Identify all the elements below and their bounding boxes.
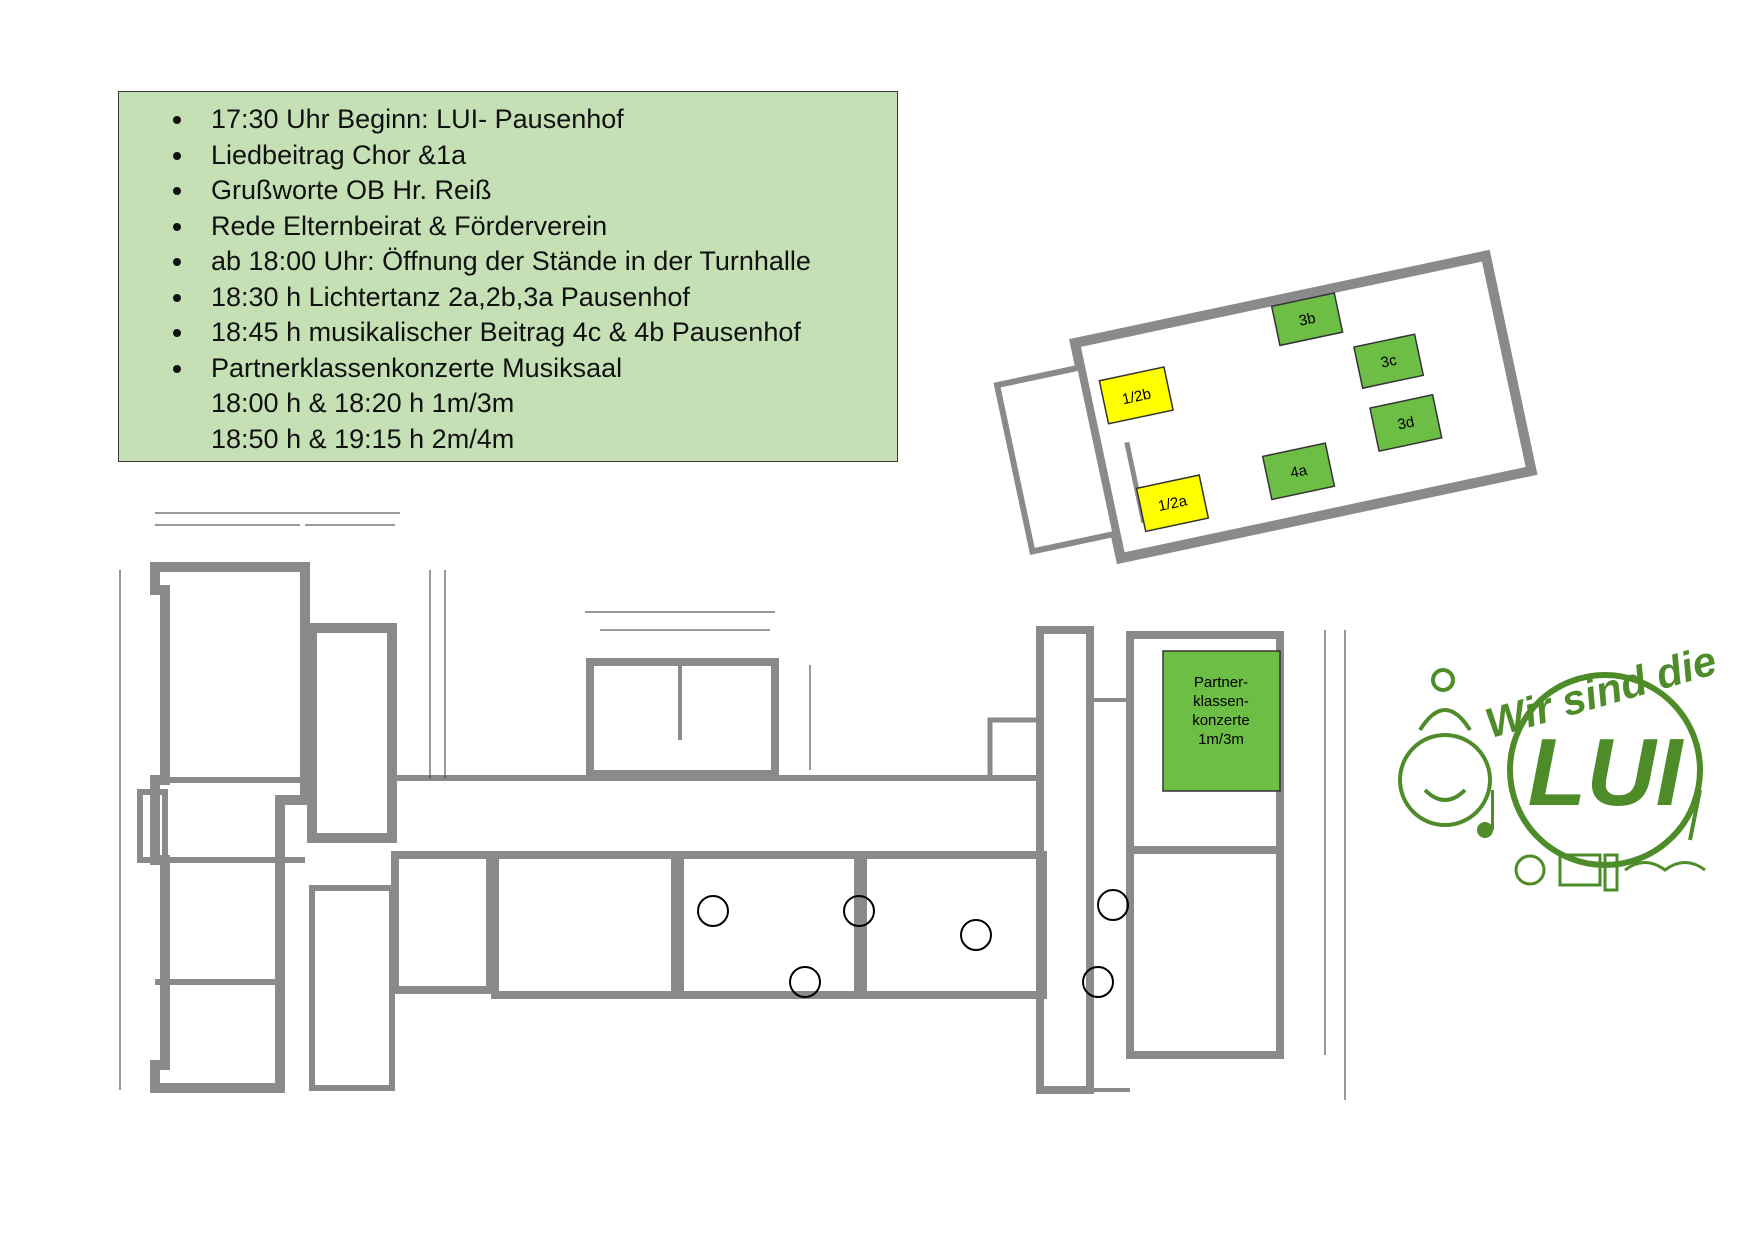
program-item: 18:45 h musikalischer Beitrag 4c & 4b Pa… bbox=[173, 315, 897, 351]
stand-label: 3b bbox=[1297, 310, 1317, 330]
bay-wall bbox=[137, 789, 168, 863]
program-item-continuation: 18:00 h & 18:20 h 1m/3m bbox=[211, 388, 515, 418]
music-room-box bbox=[1162, 650, 1281, 792]
music-room-line: klassen- bbox=[1193, 693, 1249, 710]
program-item: Rede Elternbeirat & Förderverein bbox=[173, 209, 897, 245]
program-item: 17:30 Uhr Beginn: LUI- Pausenhof bbox=[173, 102, 897, 138]
program-item-continuation: 18:50 h & 19:15 h 2m/4m bbox=[211, 423, 515, 454]
music-note-icon bbox=[1477, 790, 1494, 838]
stand-box bbox=[1261, 442, 1336, 501]
program-item: Grußworte OB Hr. Reiß bbox=[173, 173, 897, 209]
stand-box bbox=[1270, 292, 1344, 347]
stand-label: 4a bbox=[1289, 462, 1309, 482]
dimension-lines bbox=[119, 512, 1346, 1100]
classroom bbox=[491, 851, 679, 999]
classroom bbox=[391, 851, 494, 994]
book-icon bbox=[1624, 861, 1706, 872]
stair-tower bbox=[307, 623, 397, 843]
left-wing-wall bbox=[150, 562, 310, 1093]
marker-circles bbox=[697, 889, 1129, 998]
program-item: 18:30 h Lichtertanz 2a,2b,3a Pausenhof bbox=[173, 280, 897, 316]
logo-big-text: LUI bbox=[1528, 719, 1685, 826]
music-room-line: konzerte bbox=[1192, 712, 1250, 729]
wc-block bbox=[586, 658, 779, 778]
stand-3c: 3c bbox=[1353, 333, 1425, 390]
program-item: Liedbeitrag Chor &1a bbox=[173, 138, 897, 174]
stand-box bbox=[1135, 474, 1210, 533]
soccer-ball-icon bbox=[1514, 854, 1546, 886]
stand-1-2b: 1/2b bbox=[1098, 366, 1174, 425]
music-room: Partner- klassen- konzerte 1m/3m bbox=[1162, 650, 1281, 792]
program-box: 17:30 Uhr Beginn: LUI- Pausenhof Liedbei… bbox=[118, 91, 898, 462]
program-item: Partnerklassenkonzerte Musiksaal bbox=[173, 351, 897, 387]
music-room-line: Partner- bbox=[1194, 674, 1248, 691]
stand-box bbox=[1353, 333, 1425, 390]
classroom bbox=[859, 851, 1047, 999]
stand-label: 1/2a bbox=[1156, 492, 1189, 515]
stand-label: 3d bbox=[1396, 413, 1416, 433]
gym-annex bbox=[993, 363, 1120, 555]
annex bbox=[987, 717, 1043, 781]
gym: 1/2b 3b 3c 3d 4a 1/2a bbox=[993, 249, 1538, 565]
music-room-line: 1m/3m bbox=[1198, 731, 1244, 748]
right-lower-room bbox=[1126, 846, 1284, 1059]
stand-4a: 4a bbox=[1261, 442, 1336, 501]
stand-1-2a: 1/2a bbox=[1135, 474, 1210, 533]
stand-3d: 3d bbox=[1369, 393, 1443, 453]
stand-box bbox=[1098, 366, 1174, 425]
stand-label: 1/2b bbox=[1120, 386, 1152, 409]
stand-3b: 3b bbox=[1270, 292, 1344, 347]
program-list: 17:30 Uhr Beginn: LUI- Pausenhof Liedbei… bbox=[119, 92, 897, 457]
lui-logo: Wir sind die LUI bbox=[1398, 636, 1721, 892]
corridor-wall bbox=[392, 775, 1040, 858]
main-building bbox=[137, 562, 1284, 1094]
program-item: ab 18:00 Uhr: Öffnung der Stände in der … bbox=[173, 244, 897, 280]
stair-lower bbox=[309, 885, 395, 1091]
stand-label: 3c bbox=[1379, 352, 1399, 372]
right-stair bbox=[1036, 626, 1094, 1094]
brush-icon bbox=[1688, 789, 1702, 841]
logo-mascot-icon bbox=[1398, 668, 1492, 827]
stand-box bbox=[1369, 393, 1443, 453]
computer-icon bbox=[1558, 853, 1619, 892]
